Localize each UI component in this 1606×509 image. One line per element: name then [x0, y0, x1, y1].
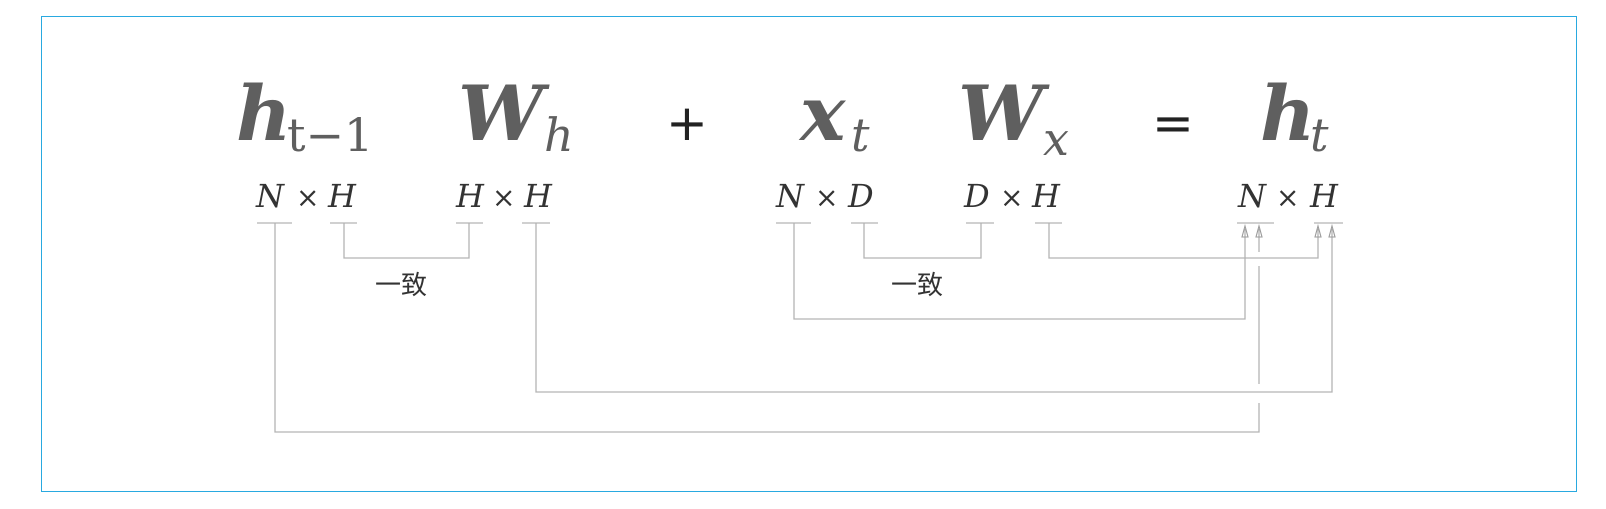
- arrowhead-h-2: [1328, 223, 1336, 238]
- wx-times: ×: [1000, 181, 1023, 214]
- x-subscript: t: [851, 108, 870, 162]
- x-rows: N: [775, 177, 805, 215]
- connector-h-prev-rows-to-n: [274, 223, 1260, 433]
- h-prev-cols: H: [327, 177, 357, 215]
- h-prev-rows: N: [255, 177, 285, 215]
- arrowhead-n-2: [1255, 223, 1263, 238]
- wh-rows: H: [455, 177, 485, 215]
- figure-frame: [41, 16, 1577, 492]
- wx-symbol: W: [958, 69, 1050, 158]
- wh-times: ×: [492, 181, 515, 214]
- x-times: ×: [815, 181, 838, 214]
- wh-cols: H: [523, 177, 553, 215]
- arrow-heads: [1241, 223, 1336, 238]
- arrowhead-h-1: [1314, 223, 1322, 238]
- x-symbol: x: [798, 69, 847, 158]
- h-prev-times: ×: [296, 181, 319, 214]
- wh-subscript: h: [544, 108, 574, 162]
- connector-wh-cols-to-h: [535, 223, 1333, 393]
- match-note-left: 一致: [375, 271, 427, 301]
- connector-match-right: [863, 223, 982, 259]
- equals-sign: =: [1152, 94, 1194, 152]
- wh-symbol: W: [458, 69, 550, 158]
- h-cols: H: [1309, 177, 1339, 215]
- connector-x-rows-to-n: [793, 223, 1246, 320]
- connectors: [274, 223, 1333, 433]
- h-prev-symbol: h: [236, 69, 291, 158]
- connector-match-left: [343, 223, 470, 259]
- plus-sign: +: [666, 94, 708, 152]
- h-prev-subscript: t−1: [287, 108, 373, 162]
- h-symbol: h: [1260, 69, 1315, 158]
- shape-labels: N × H H × H N × D D × H N × H: [255, 177, 1339, 215]
- x-cols: D: [847, 177, 874, 215]
- h-subscript: t: [1310, 108, 1329, 162]
- wx-rows: D: [963, 177, 990, 215]
- h-times: ×: [1276, 181, 1299, 214]
- match-note-right: 一致: [891, 271, 943, 301]
- wx-cols: H: [1031, 177, 1061, 215]
- equation: h t−1 W h + x t W x = h t: [236, 69, 1329, 166]
- h-rows: N: [1237, 177, 1267, 215]
- arrowhead-n-1: [1241, 223, 1249, 238]
- connector-wx-cols-to-h: [1048, 223, 1319, 259]
- wx-subscript: x: [1043, 112, 1069, 166]
